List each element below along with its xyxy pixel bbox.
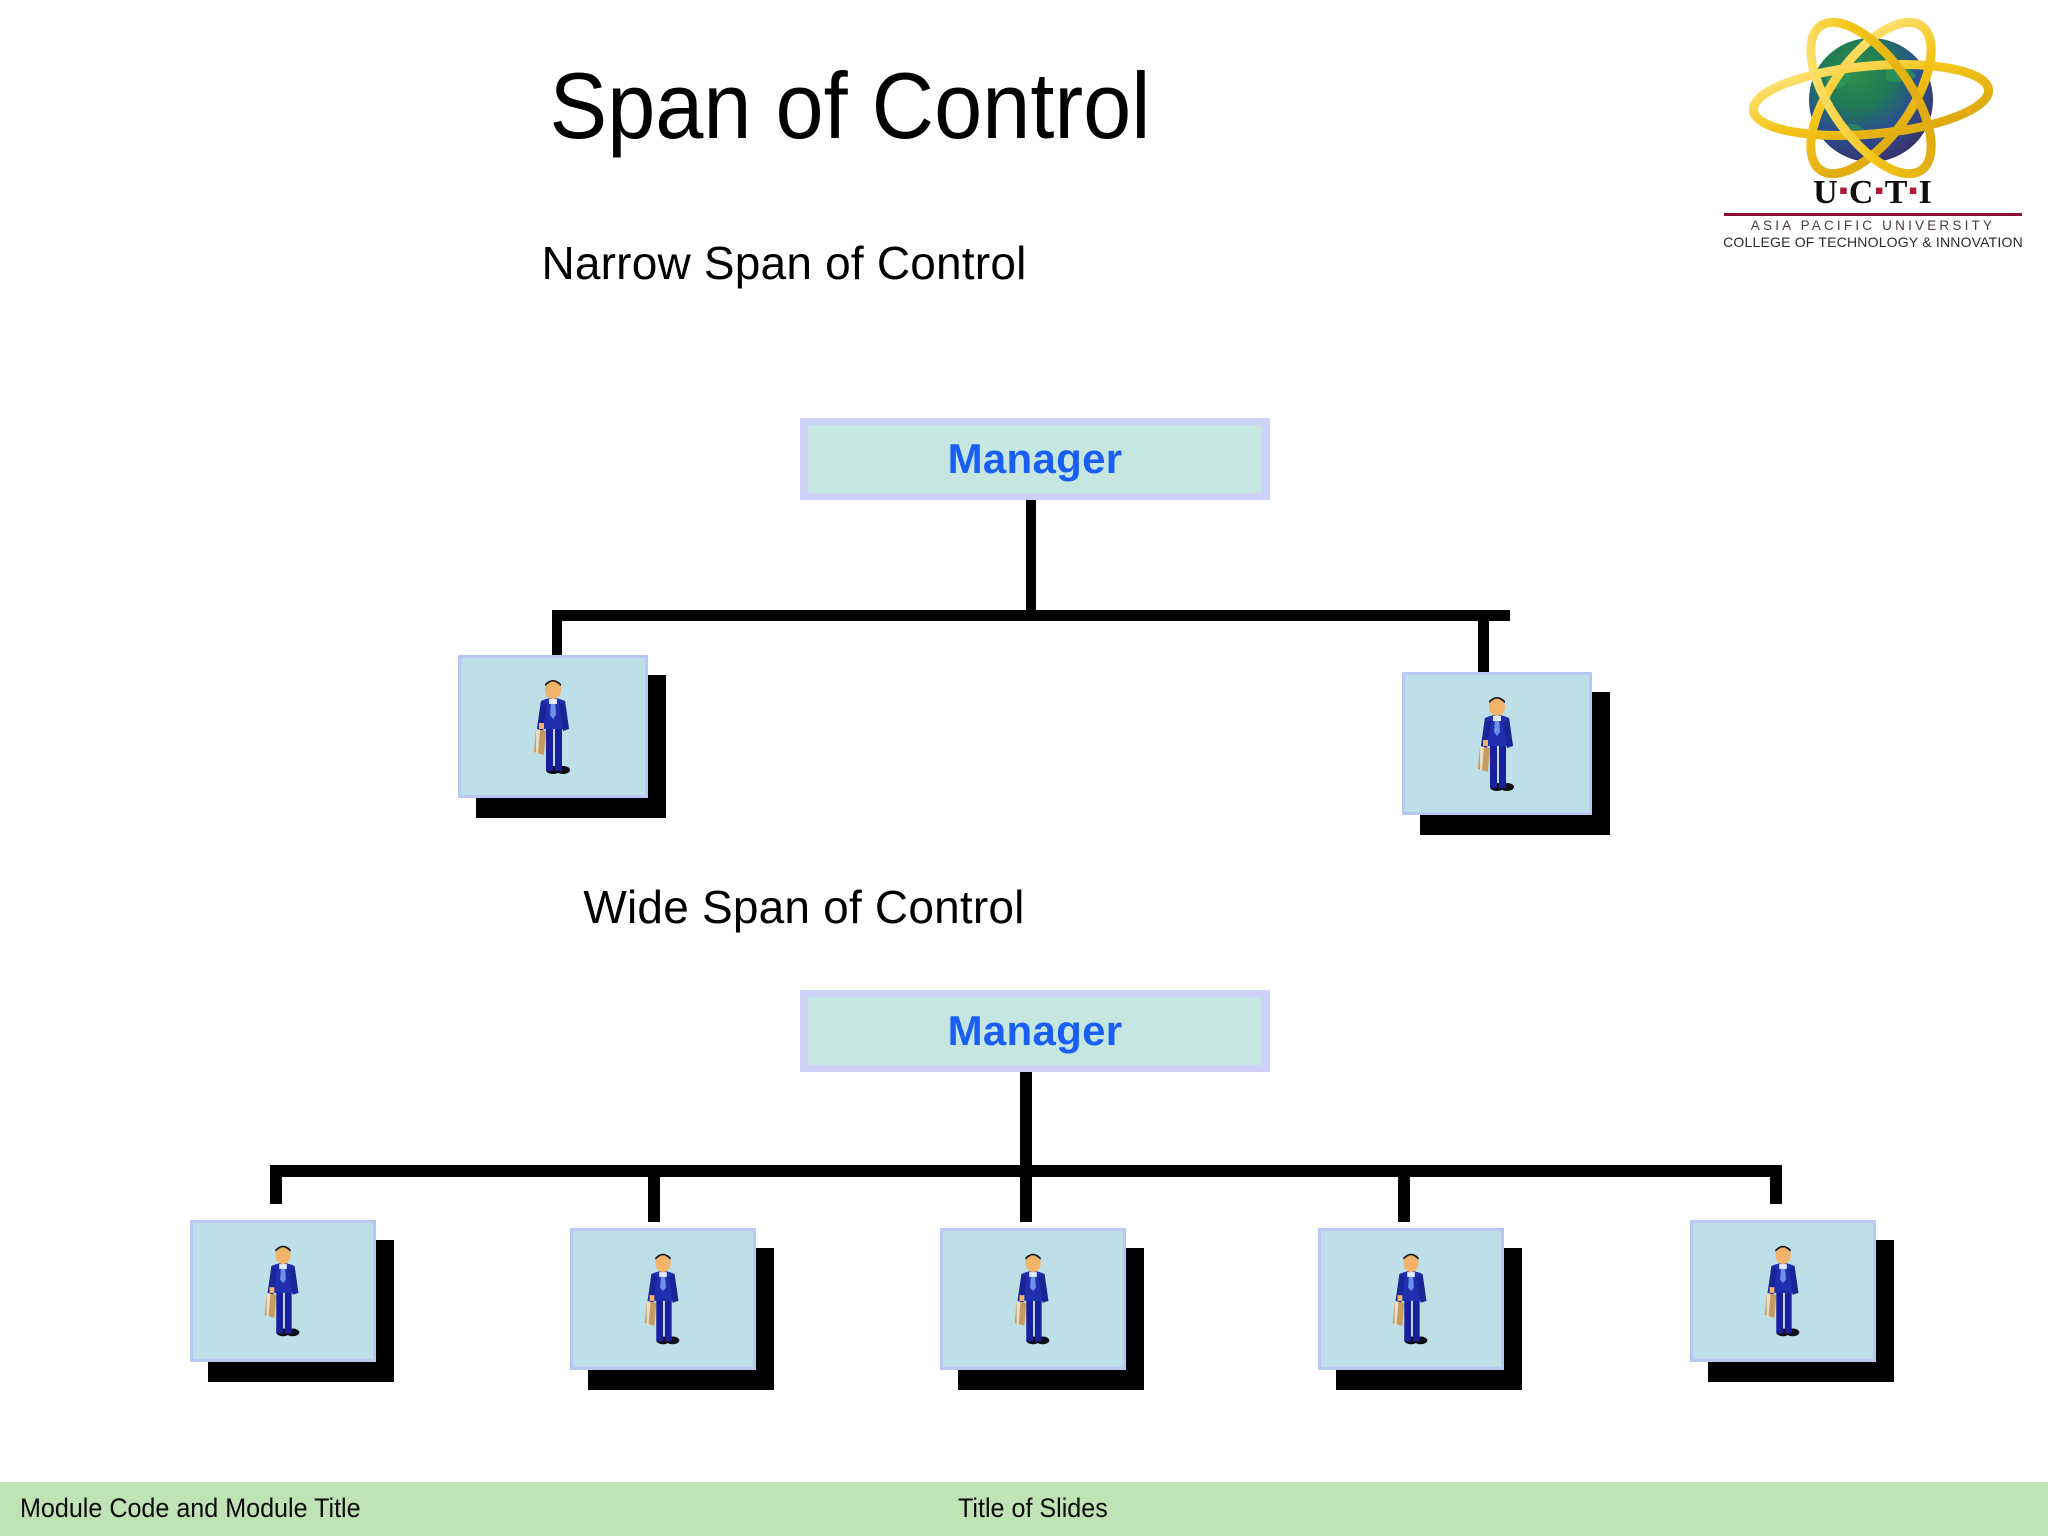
employee-card[interactable]: [190, 1220, 376, 1362]
narrow-stem-vertical: [1026, 500, 1036, 618]
logo-tagline-college: COLLEGE OF TECHNOLOGY & INNOVATION: [1723, 233, 2023, 250]
wide-employee-4[interactable]: [1318, 1228, 1522, 1390]
narrow-employee-2[interactable]: [1402, 672, 1610, 835]
wide-drop-3: [1020, 1174, 1032, 1222]
narrow-drop-right: [1478, 618, 1489, 684]
employee-card[interactable]: [458, 655, 648, 798]
businessman-icon: [1478, 696, 1514, 791]
logo-divider: [1724, 213, 2022, 216]
wide-employee-5[interactable]: [1690, 1220, 1894, 1382]
businessman-icon: [264, 1245, 300, 1337]
wide-drop-4: [1398, 1174, 1410, 1222]
wide-drop-2: [648, 1174, 660, 1222]
logo-acronym: U▪C▪T▪I: [1718, 176, 2028, 210]
narrow-span-caption: Narrow Span of Control: [541, 237, 1027, 289]
businessman-icon: [1014, 1253, 1050, 1345]
employee-card[interactable]: [940, 1228, 1126, 1370]
businessman-icon: [1392, 1253, 1428, 1345]
wide-manager-box[interactable]: Manager: [800, 990, 1270, 1072]
employee-card[interactable]: [1690, 1220, 1876, 1362]
narrow-manager-label: Manager: [947, 435, 1123, 482]
wide-employee-2[interactable]: [570, 1228, 774, 1390]
narrow-drop-left: [552, 618, 562, 673]
wide-drop-5: [1770, 1174, 1782, 1204]
employee-card[interactable]: [570, 1228, 756, 1370]
wide-stem-vertical: [1020, 1072, 1032, 1172]
narrow-employee-1[interactable]: [458, 655, 666, 818]
page-title: Span of Control: [549, 53, 1151, 158]
footer-slide-title: Title of Slides: [958, 1493, 1108, 1523]
wide-manager-inner: Manager: [808, 997, 1262, 1065]
narrow-manager-box[interactable]: Manager: [800, 418, 1270, 500]
slide-footer: Module Code and Module Title Title of Sl…: [0, 1482, 2048, 1536]
logo-letter-u: U: [1813, 174, 1839, 211]
wide-span-caption: Wide Span of Control: [583, 881, 1025, 933]
employee-card[interactable]: [1402, 672, 1592, 815]
logo-letter-c: C: [1848, 174, 1875, 211]
wide-employee-3[interactable]: [940, 1228, 1144, 1390]
employee-card[interactable]: [1318, 1228, 1504, 1370]
footer-module-title: Module Code and Module Title: [20, 1493, 361, 1523]
logo-separator-dot: ▪: [1908, 176, 1919, 205]
businessman-icon: [534, 679, 570, 774]
logo-wordmark: U▪C▪T▪I ASIA PACIFIC UNIVERSITY COLLEGE …: [1718, 176, 2028, 250]
narrow-bar-horizontal: [552, 610, 1510, 621]
wide-manager-label: Manager: [947, 1007, 1123, 1054]
logo-letter-t: T: [1884, 174, 1909, 211]
logo-tagline-university: ASIA PACIFIC UNIVERSITY: [1750, 218, 1996, 233]
wide-employee-1[interactable]: [190, 1220, 394, 1382]
ucti-logo: U▪C▪T▪I ASIA PACIFIC UNIVERSITY COLLEGE …: [1718, 8, 2028, 250]
globe-with-orbits-icon: [1748, 17, 1994, 179]
businessman-icon: [1764, 1245, 1800, 1337]
logo-letter-i: I: [1918, 174, 1933, 211]
wide-drop-1: [270, 1174, 282, 1204]
logo-separator-dot: ▪: [1838, 176, 1849, 205]
logo-separator-dot: ▪: [1874, 176, 1885, 205]
businessman-icon: [644, 1253, 680, 1345]
narrow-manager-inner: Manager: [808, 425, 1262, 493]
